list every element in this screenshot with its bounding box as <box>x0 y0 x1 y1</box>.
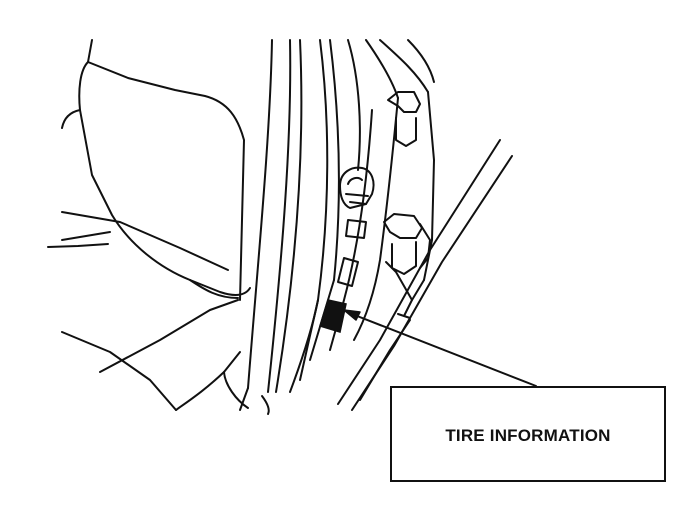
door-sill <box>337 139 513 411</box>
seat-back <box>61 39 251 301</box>
lower-hinge <box>383 213 431 275</box>
seat-cushion <box>47 211 249 411</box>
jamb-cutouts <box>337 219 367 287</box>
door-striker <box>339 166 375 209</box>
b-pillar <box>239 39 361 415</box>
upper-hinge <box>387 91 421 147</box>
tire-information-label <box>319 299 347 333</box>
leader-line <box>343 309 537 387</box>
tire-information-callout: TIRE INFORMATION <box>390 386 666 482</box>
callout-label: TIRE INFORMATION <box>445 426 611 445</box>
